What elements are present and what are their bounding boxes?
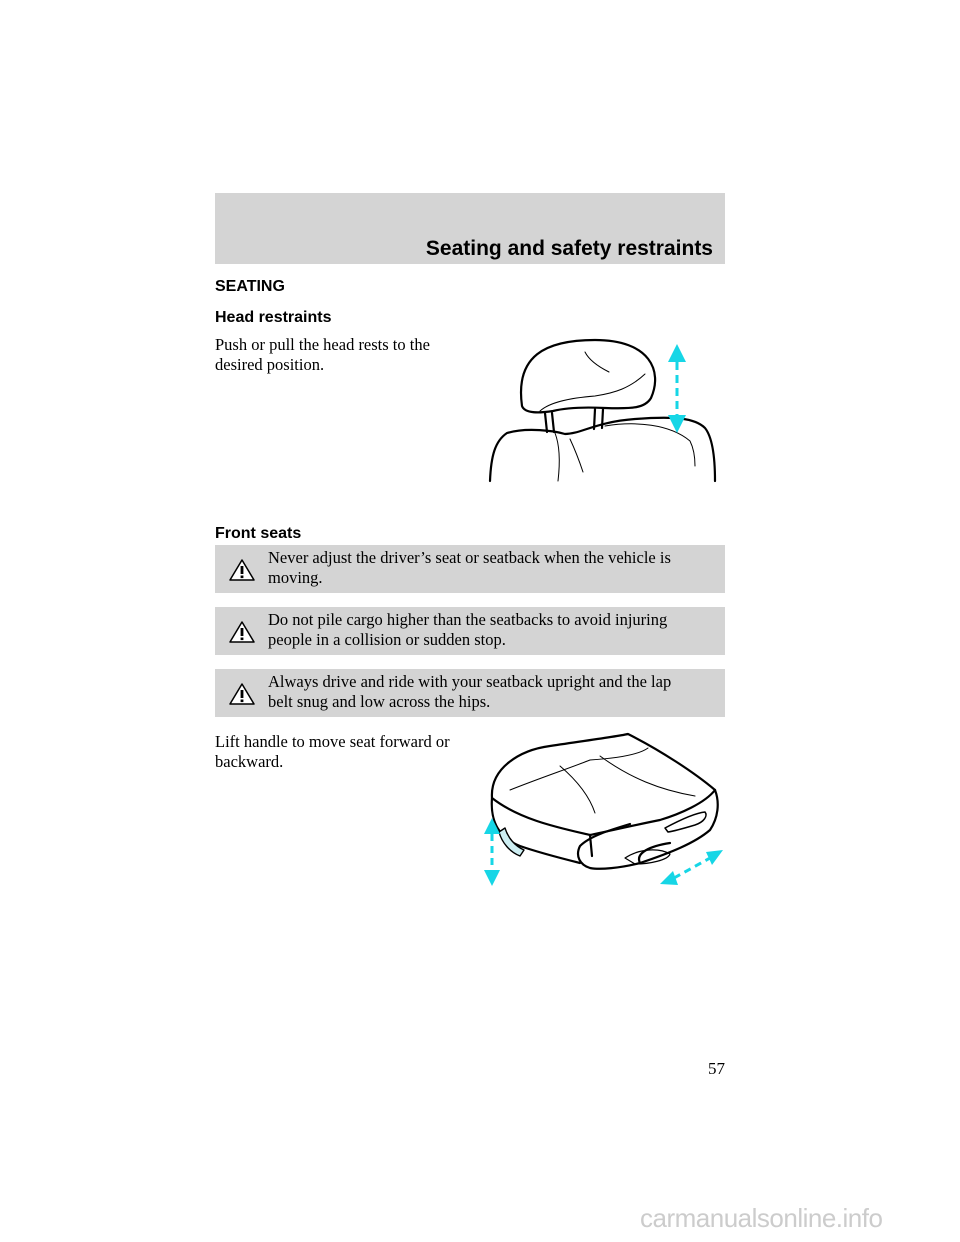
- head-restraints-heading: Head restraints: [215, 309, 332, 326]
- seat-cushion-illustration: [484, 732, 723, 886]
- warning-box: Always drive and ride with your seatback…: [215, 669, 725, 717]
- warning-box: Never adjust the driver’s seat or seatba…: [215, 545, 725, 593]
- watermark: carmanualsonline.info: [640, 1203, 883, 1233]
- lift-handle-text-line: backward.: [215, 752, 284, 771]
- warning-text: Always drive and ride with your seatback…: [268, 672, 708, 712]
- page-number: 57: [708, 1059, 725, 1078]
- head-restraints-text-line: Push or pull the head rests to the: [215, 335, 430, 354]
- section-title: Seating and safety restraints: [425, 237, 713, 260]
- head-restraint-illustration: [488, 338, 717, 483]
- warning-text-line: Always drive and ride with your seatback…: [268, 672, 672, 691]
- warning-text-line: Never adjust the driver’s seat or seatba…: [268, 548, 671, 567]
- seating-heading: SEATING: [215, 278, 285, 295]
- warning-text: Never adjust the driver’s seat or seatba…: [268, 548, 708, 588]
- warning-triangle-icon: [229, 559, 255, 581]
- warning-triangle-icon: [229, 683, 255, 705]
- warning-text-line: belt snug and low across the hips.: [268, 692, 491, 711]
- front-seats-heading: Front seats: [215, 525, 302, 542]
- warning-text-line: people in a collision or sudden stop.: [268, 630, 506, 649]
- warning-text-line: moving.: [268, 568, 323, 587]
- section-header-band: Seating and safety restraints: [215, 193, 725, 264]
- warning-box: Do not pile cargo higher than the seatba…: [215, 607, 725, 655]
- head-restraints-text-line: desired position.: [215, 355, 325, 374]
- lift-handle-text: Lift handle to move seat forward or back…: [215, 732, 485, 772]
- warning-triangle-icon: [229, 621, 255, 643]
- warning-text-line: Do not pile cargo higher than the seatba…: [268, 610, 668, 629]
- warning-text: Do not pile cargo higher than the seatba…: [268, 610, 708, 650]
- lift-handle-text-line: Lift handle to move seat forward or: [215, 732, 450, 751]
- head-restraints-text: Push or pull the head rests to the desir…: [215, 335, 475, 375]
